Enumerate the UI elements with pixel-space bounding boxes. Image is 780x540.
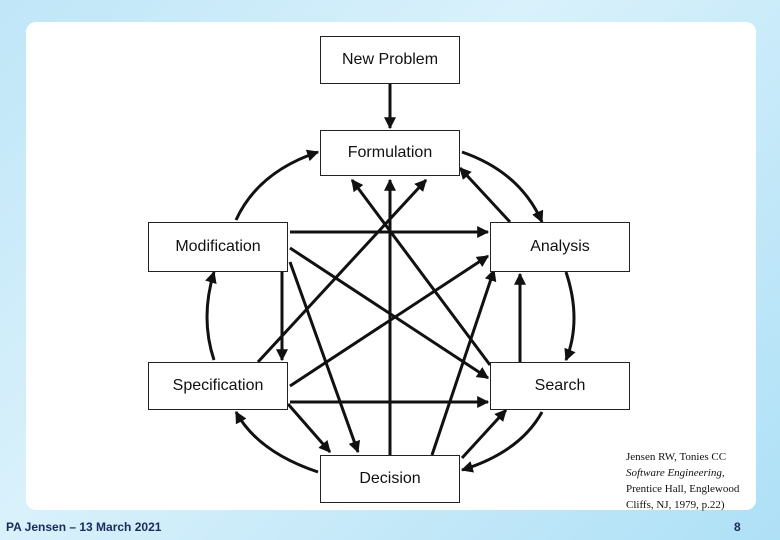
footer-author-date: PA Jensen – 13 March 2021 [6,520,162,534]
node-specification-label: Specification [172,377,264,394]
citation: Jensen RW, Tonies CC Software Engineerin… [626,449,766,513]
node-decision: Decision [320,455,460,503]
arc-analysis-search [564,271,576,362]
node-analysis: Analysis [490,222,630,272]
citation-line-4: Cliffs, NJ, 1979, p.22) [626,499,725,511]
citation-line-2: Software Engineering, [626,467,725,479]
node-specification: Specification [148,362,288,410]
arrow-modification-decision [288,261,361,454]
arc-decision-specification [234,410,319,474]
node-formulation: Formulation [320,130,460,176]
arc-specification-modification [205,270,217,361]
node-new-problem-label: New Problem [341,51,439,68]
footer-page-number: 8 [734,520,741,534]
arrow-analysis-formulation [458,166,512,224]
arrow-search-formulation [350,179,492,366]
arrow-specification-decision [286,403,332,453]
node-formulation-label: Formulation [347,144,433,161]
arrow-decision-search [460,408,508,460]
node-new-problem: New Problem [320,36,460,84]
citation-line-3: Prentice Hall, Englewood [626,483,740,495]
node-analysis-label: Analysis [530,238,590,255]
arrow-specification-formulation [256,178,428,364]
node-search: Search [490,362,630,410]
node-search-label: Search [534,377,586,394]
arc-search-decision [460,411,544,473]
arrow-decision-analysis [430,268,497,456]
node-decision-label: Decision [359,470,421,487]
node-modification: Modification [148,222,288,272]
node-modification-label: Modification [175,238,261,255]
arc-modification-formulation [234,149,320,221]
citation-line-1: Jensen RW, Tonies CC [626,451,727,463]
arc-formulation-analysis [461,150,544,224]
